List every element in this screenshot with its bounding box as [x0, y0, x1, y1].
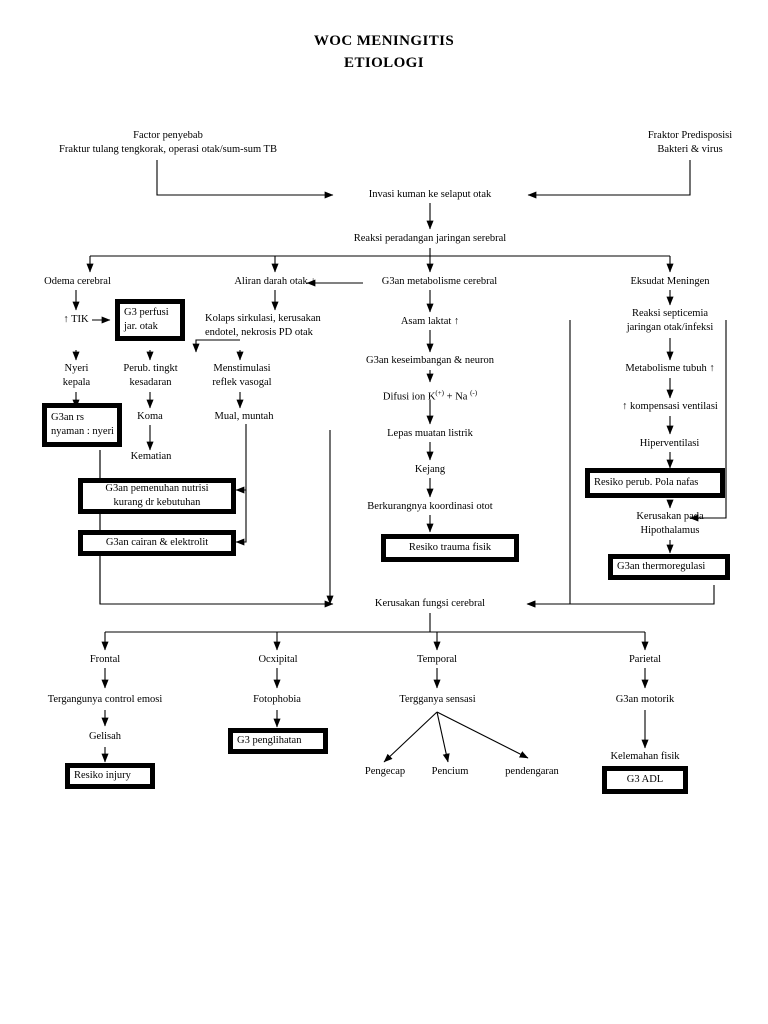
dx-box-resiko-pola-nafas[interactable]: Resiko perub. Pola nafas: [585, 468, 725, 498]
node-fraktor-predisposisi: Fraktor Predisposisi Bakteri & virus: [647, 130, 733, 155]
node-pendengaran: pendengaran: [505, 766, 559, 777]
node-invasi-kuman: Invasi kuman ke selaput otak: [368, 189, 492, 200]
node-pencium: Pencium: [431, 766, 469, 777]
dx-box-resiko-injury-label: Resiko injury: [74, 770, 131, 781]
dx-box-g3-penglihatan[interactable]: G3 penglihatan: [228, 728, 328, 754]
dx-box-resiko-trauma-fisik[interactable]: Resiko trauma fisik: [381, 534, 519, 562]
node-koma: Koma: [137, 411, 163, 422]
node-eksudat-meningen: Eksudat Meningen: [630, 276, 710, 287]
node-nyeri-kepala: Nyeri kepala: [62, 363, 91, 388]
dx-box-g3-adl[interactable]: G3 ADL: [602, 766, 688, 794]
dx-box-resiko-injury[interactable]: Resiko injury: [65, 763, 155, 789]
node-lepas-muatan-listrik: Lepas muatan listrik: [387, 428, 473, 439]
node-mual-muntah: Mual, muntah: [214, 411, 274, 422]
node-parietal: Parietal: [628, 654, 662, 665]
node-frontal: Frontal: [89, 654, 121, 665]
title-line-2: ETIOLOGI: [344, 55, 424, 71]
node-metabolisme-tubuh: Metabolisme tubuh ↑: [625, 363, 715, 374]
dx-box-g3-penglihatan-label: G3 penglihatan: [237, 735, 302, 746]
node-terganggunya-control-emosi: Tergangunya control emosi: [47, 694, 163, 705]
node-hiperventilasi: Hiperventilasi: [639, 438, 700, 449]
node-fotophobia: Fotophobia: [253, 694, 301, 705]
node-g3an-motorik: G3an motorik: [615, 694, 675, 705]
node-pengecap: Pengecap: [364, 766, 406, 777]
node-reaksi-septicemia: Reaksi septicemia jaringan otak/infeksi: [626, 308, 714, 333]
node-aliran-darah-otak: Aliran darah otak ↓: [234, 276, 316, 287]
dx-box-g3an-nutrisi-label: G3an pemenuhan nutrisi kurang dr kebutuh…: [105, 483, 209, 508]
node-kelemahan-fisik: Kelemahan fisik: [610, 751, 680, 762]
title-line-1: WOC MENINGITIS: [313, 33, 455, 49]
node-asam-laktat: Asam laktat ↑: [400, 316, 460, 327]
dx-box-g3-perfusi[interactable]: G3 perfusi jar. otak: [115, 299, 185, 341]
node-reaksi-peradangan: Reaksi peradangan jaringan serebral: [353, 233, 507, 244]
node-temporal: Temporal: [416, 654, 458, 665]
node-gelisah: Gelisah: [88, 731, 122, 742]
node-tik: ↑ TIK: [63, 314, 89, 325]
dx-box-g3an-thermoregulasi-label: G3an thermoregulasi: [617, 561, 706, 572]
node-difusi-ion: Difusi ion K(+) + Na (-): [382, 389, 478, 403]
node-perub-tingkat-kesadaran: Perub. tingkt kesadaran: [123, 363, 178, 388]
node-kerusakan-hipothalamus: Kerusakan pada Hipothalamus: [636, 511, 704, 536]
node-kematian: Kematian: [130, 451, 172, 462]
node-kerusakan-fungsi-cerebral: Kerusakan fungsi cerebral: [374, 598, 486, 609]
dx-box-g3an-cairan-elektrolit[interactable]: G3an cairan & elektrolit: [78, 530, 236, 556]
dx-box-g3-adl-label: G3 ADL: [626, 774, 664, 785]
node-ocxipital: Ocxipital: [258, 654, 298, 665]
dx-box-g3-perfusi-label: G3 perfusi jar. otak: [124, 307, 169, 332]
node-g3an-keseimbangan-neuron: G3an keseimbangan & neuron: [365, 355, 494, 366]
node-odema-cerebral: Odema cerebral: [44, 276, 111, 287]
dx-box-g3an-nutrisi[interactable]: G3an pemenuhan nutrisi kurang dr kebutuh…: [78, 478, 236, 514]
dx-box-g3an-nyaman-nyeri-label: G3an rs nyaman : nyeri: [51, 412, 114, 437]
node-g3an-metabolisme-cerebral: G3an metabolisme cerebral: [381, 276, 498, 287]
dx-box-g3an-nyaman-nyeri[interactable]: G3an rs nyaman : nyeri: [42, 403, 122, 447]
dx-box-g3an-thermoregulasi[interactable]: G3an thermoregulasi: [608, 554, 730, 580]
node-kejang: Kejang: [414, 464, 446, 475]
page-title: WOC MENINGITIS ETIOLOGI: [0, 30, 768, 74]
node-factor-penyebab: Factor penyebab Fraktur tulang tengkorak…: [59, 130, 277, 155]
node-kolaps-sirkulasi: Kolaps sirkulasi, kerusakan endotel, nek…: [205, 313, 321, 338]
node-kompensasi-ventilasi: ↑ kompensasi ventilasi: [622, 401, 718, 412]
dx-box-resiko-pola-nafas-label: Resiko perub. Pola nafas: [594, 477, 699, 488]
dx-box-g3an-cairan-elektrolit-label: G3an cairan & elektrolit: [105, 537, 209, 548]
node-berkurangnya-koordinasi: Berkurangnya koordinasi otot: [367, 501, 493, 512]
node-menstimulasi-reflek-vasogal: Menstimulasi reflek vasogal: [212, 363, 272, 388]
node-tergganya-sensasi: Tergganya sensasi: [399, 694, 476, 705]
dx-box-resiko-trauma-fisik-label: Resiko trauma fisik: [408, 542, 492, 553]
